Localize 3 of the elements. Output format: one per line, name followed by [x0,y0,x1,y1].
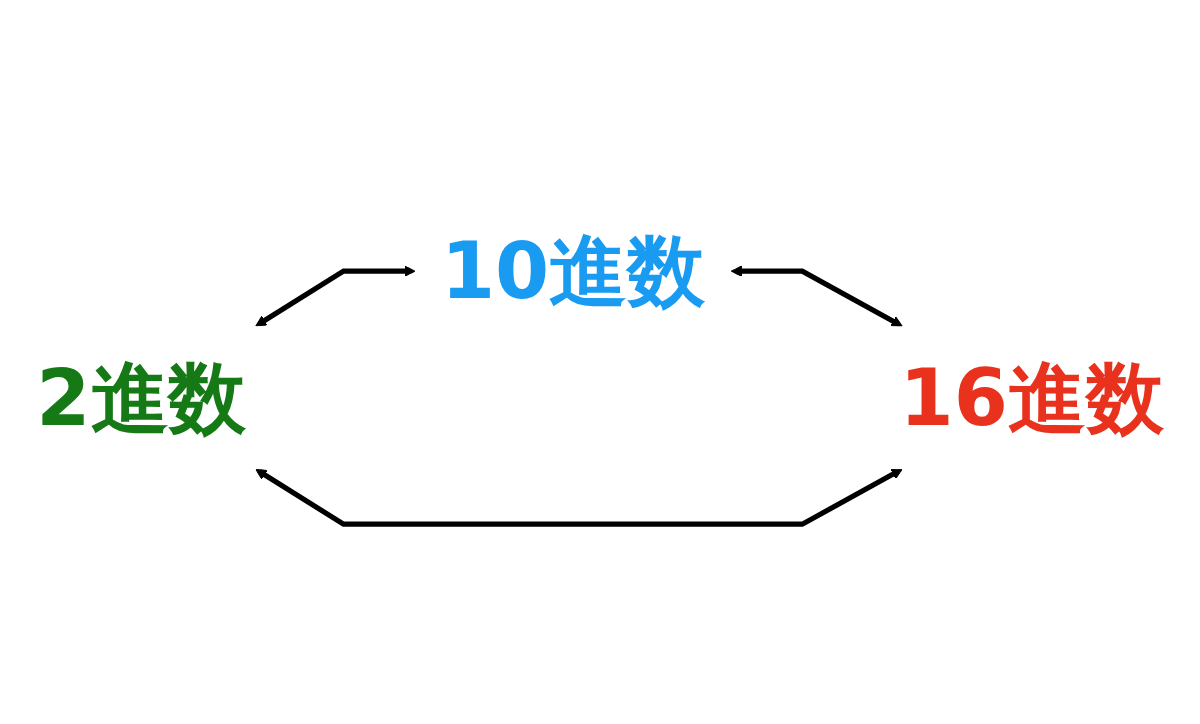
arrow [255,468,903,527]
arrow [255,265,416,327]
arrow [730,265,903,327]
